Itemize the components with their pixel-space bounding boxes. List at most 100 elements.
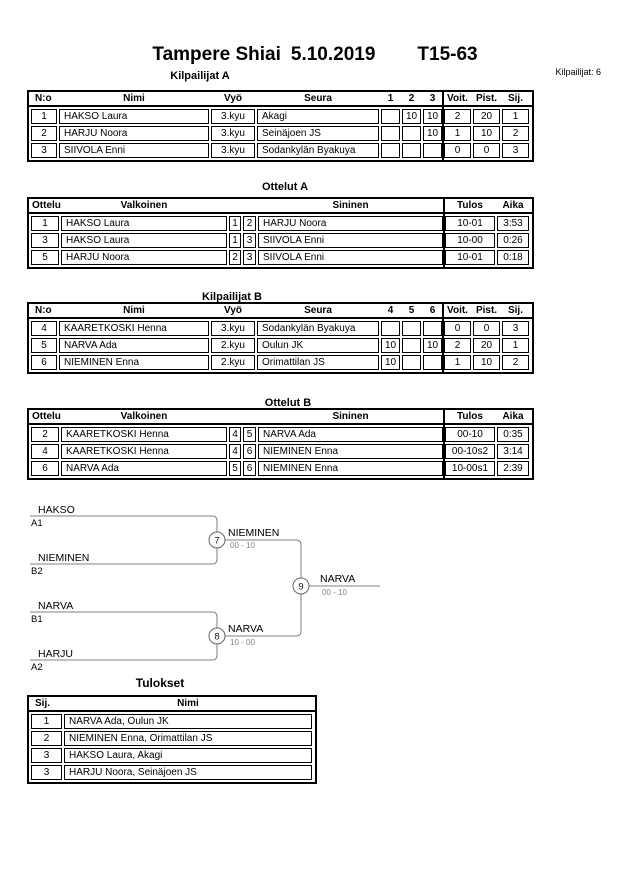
white-name: NARVA Ada [61,461,227,476]
result-name: HARJU Noora, Seinäjoen JS [64,765,312,780]
competitor-name: NARVA Ada [59,338,209,353]
match-result: 10-00s1 [445,461,495,476]
col-blue: Sininen [332,411,369,422]
result-name: NARVA Ada, Oulun JK [64,714,312,729]
table-row: 4 KAARETKOSKI Henna 3.kyu Sodankylän Bya… [31,321,530,336]
matches-b-header-row: Ottelu Valkoinen Sininen Tulos Aika [29,410,532,425]
competitor-name: KAARETKOSKI Henna [59,321,209,336]
white-number: 1 [229,216,241,231]
competitor-club: Akagi [257,109,379,124]
col-club: Seura [304,305,332,316]
semifinal-1-score: 00 - 10 [230,541,255,550]
points-cell: 20 [473,109,500,124]
col-club: Seura [304,93,332,104]
col-match-3: 3 [429,93,436,104]
competitor-belt: 2.kyu [211,355,255,370]
wins-cell: 0 [444,321,471,336]
col-match: Ottelu [32,411,61,422]
matches-a-table: Ottelu Valkoinen Sininen Tulos Aika 1 HA… [27,197,534,269]
blue-number: 2 [243,216,256,231]
match-row: 3 HAKSO Laura 1 3 SIIVOLA Enni 10-00 0:2… [31,233,530,248]
col-time: Aika [502,411,524,422]
blue-number: 3 [243,250,256,265]
competitor-belt: 3.kyu [211,126,255,141]
score-cell [402,143,421,158]
group-separator [442,304,444,372]
blue-name: HARJU Noora [258,216,443,231]
competitor-club: Sodankylän Byakuya [257,143,379,158]
points-cell: 10 [473,126,500,141]
match-time: 0:18 [497,250,529,265]
wins-cell: 2 [444,338,471,353]
competitor-belt: 3.kyu [211,109,255,124]
group-separator [443,199,445,267]
match-number: 5 [31,250,59,265]
score-cell [381,109,400,124]
table-row: 5 NARVA Ada 2.kyu Oulun JK 10 10 2 20 1 [31,338,530,353]
white-name: HARJU Noora [61,250,227,265]
white-number: 2 [229,250,241,265]
bracket-seed-label: A1 [31,518,43,529]
competitor-name: HAKSO Laura [59,109,209,124]
competitor-number: 1 [31,109,57,124]
col-name: Nimi [123,93,145,104]
blue-name: NIEMINEN Enna [258,444,443,459]
final-winner: NARVA [320,573,355,585]
bracket-slot-name: NIEMINEN [38,552,89,564]
result-name: NIEMINEN Enna, Orimattilan JS [64,731,312,746]
competitor-name: SIIVOLA Enni [59,143,209,158]
score-cell [423,143,442,158]
match-result: 10-00 [445,233,495,248]
score-cell [423,321,442,336]
competitors-count: Kilpailijat: 6 [555,67,601,77]
matches-b-table: Ottelu Valkoinen Sininen Tulos Aika 2 KA… [27,408,534,480]
bracket-slot-name: NARVA [38,600,73,612]
group-separator [443,410,445,478]
blue-number: 6 [243,461,256,476]
score-cell [402,126,421,141]
col-number: N:o [35,305,52,316]
blue-name: SIIVOLA Enni [258,233,443,248]
col-name: Nimi [177,698,199,709]
bracket-seed-label: A2 [31,662,43,673]
results-title: Tulokset [135,676,185,690]
group-separator [442,92,444,160]
page-title: Tampere Shiai 5.10.2019 T15-63 [0,44,630,66]
col-match-2: 2 [408,93,415,104]
match-time: 3:14 [497,444,529,459]
match-result: 10-01 [445,250,495,265]
event-date: 5.10.2019 [290,44,376,65]
final-score: 00 - 10 [322,588,347,597]
place-cell: 2 [502,126,529,141]
white-name: KAARETKOSKI Henna [61,427,227,442]
result-row: 3 HAKSO Laura, Akagi [31,748,313,763]
competitor-number: 3 [31,143,57,158]
result-place: 3 [31,765,62,780]
bracket-slot-name: HARJU [38,648,73,660]
score-cell: 10 [381,338,400,353]
match-number: 4 [31,444,59,459]
place-cell: 3 [502,143,529,158]
wins-cell: 1 [444,126,471,141]
col-match-5: 5 [408,305,415,316]
competitor-belt: 2.kyu [211,338,255,353]
wins-cell: 1 [444,355,471,370]
score-cell [381,321,400,336]
white-number: 4 [229,427,241,442]
place-cell: 3 [502,321,529,336]
match-time: 3:53 [497,216,529,231]
bracket-slot-name: HAKSO [38,504,75,516]
white-number: 1 [229,233,241,248]
match-result: 00-10 [445,427,495,442]
col-wins: Voit. [447,93,468,104]
competitor-number: 6 [31,355,57,370]
col-points: Pist. [475,93,498,104]
match-8-number: 8 [214,632,219,643]
matches-b-title: Ottelut B [264,397,312,409]
weight-category: T15-63 [417,44,478,65]
place-cell: 1 [502,109,529,124]
table-row: 3 SIIVOLA Enni 3.kyu Sodankylän Byakuya … [31,143,530,158]
blue-name: SIIVOLA Enni [258,250,443,265]
semifinal-1-winner: NIEMINEN [228,527,279,539]
matches-a-title: Ottelut A [261,181,309,193]
